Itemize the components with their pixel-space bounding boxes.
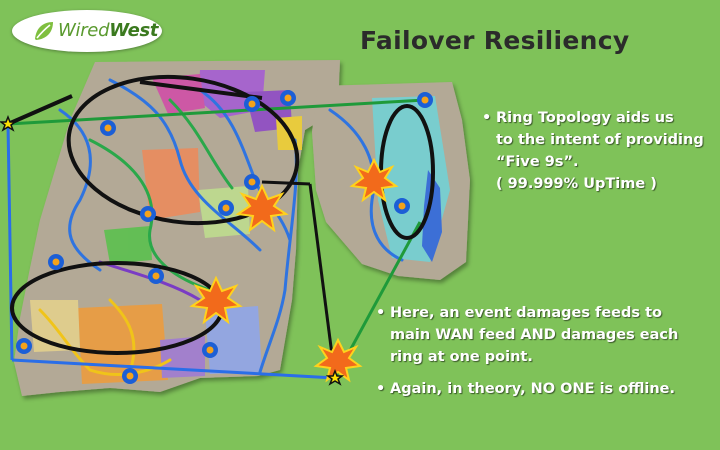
ring-link-north xyxy=(139,80,263,100)
node-icon xyxy=(244,174,260,190)
node-icon xyxy=(202,342,218,358)
node-icon xyxy=(48,254,64,270)
bullet-event-damage: •Here, an event damages feeds to main WA… xyxy=(376,302,711,368)
wiredwest-logo: WiredWest xyxy=(12,10,162,52)
fiber-route-blue xyxy=(328,108,404,262)
logo-text: WiredWest xyxy=(58,20,159,41)
ring-link-west xyxy=(7,94,73,126)
node-icon xyxy=(417,92,433,108)
wan-link-black-down xyxy=(308,183,337,379)
node-icon xyxy=(280,90,296,106)
town-patch-orange xyxy=(142,148,200,220)
lake xyxy=(422,170,442,262)
wan-link-black-feed xyxy=(261,180,311,186)
explosion-icon xyxy=(189,275,243,325)
node-icon xyxy=(218,200,234,216)
node-icon xyxy=(100,120,116,136)
ring-north xyxy=(66,74,300,226)
fiber-route-blue xyxy=(58,108,102,272)
node-icon xyxy=(140,206,156,222)
slide-title: Failover Resiliency xyxy=(360,26,630,55)
star-icon xyxy=(325,368,345,386)
leaf-logo-icon xyxy=(35,22,53,40)
wan-link-green-north xyxy=(7,98,426,126)
fiber-route-blue xyxy=(108,78,262,252)
node-icon xyxy=(122,368,138,384)
town-patch-green-left xyxy=(104,226,152,264)
star-icon xyxy=(0,114,18,132)
node-icon xyxy=(394,198,410,214)
network-nodes xyxy=(16,90,433,384)
damage-bursts xyxy=(189,157,399,383)
wan-link-blue-south xyxy=(11,358,336,380)
wan-links xyxy=(6,98,426,380)
fiber-route-green xyxy=(88,138,212,292)
node-icon xyxy=(16,338,32,354)
bullet-ring-topology: •Ring Topology aids us to the intent of … xyxy=(482,107,712,195)
wan-link-blue-west xyxy=(6,123,14,361)
bullet-dot: • xyxy=(376,381,386,397)
bullet-dot: • xyxy=(482,110,492,126)
fiber-route-green xyxy=(168,98,234,190)
bullet-no-one-offline: •Again, in theory, NO ONE is offline. xyxy=(376,378,711,400)
explosion-icon xyxy=(313,337,363,383)
explosion-icon xyxy=(235,183,289,233)
bullet-dot: • xyxy=(376,305,386,321)
explosion-icon xyxy=(349,157,399,203)
node-icon xyxy=(244,96,260,112)
town-patch-blue-south xyxy=(205,306,262,374)
fiber-route-yellow xyxy=(108,298,136,374)
node-icon xyxy=(148,268,164,284)
